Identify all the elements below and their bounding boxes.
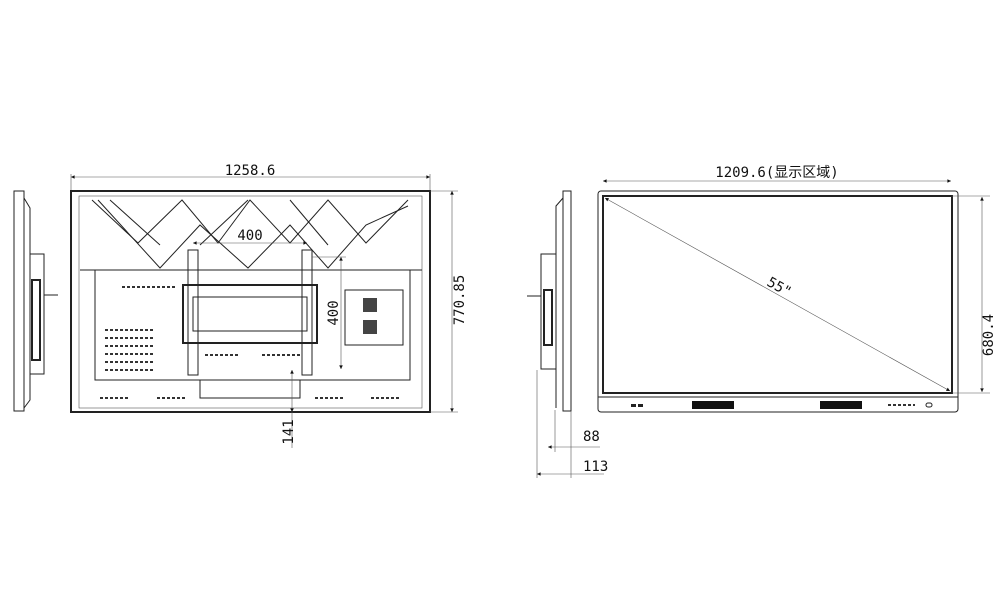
indicator-icon (638, 404, 643, 407)
rear-height-dimension: 770.85 (430, 190, 468, 413)
rear-width-label: 1258.6 (225, 163, 276, 179)
front-side-profile (527, 190, 604, 478)
depth-label: 88 (583, 429, 600, 445)
speaker-grille (692, 401, 734, 409)
display-height-dimension: 680.4 (952, 195, 997, 394)
vesa-vertical-dimension: 400 (312, 256, 346, 370)
bottom-offset-dimension: 141 (281, 369, 297, 448)
rear-view (70, 190, 431, 413)
indicator-icon (631, 404, 636, 407)
bottom-offset-label: 141 (281, 419, 297, 444)
total-depth-label: 113 (583, 459, 608, 475)
vesa-horizontal-dimension: 400 (193, 228, 308, 245)
rear-width-dimension: 1258.6 (70, 163, 431, 190)
rear-height-label: 770.85 (452, 275, 468, 326)
vesa-vertical-label: 400 (326, 300, 342, 325)
display-width-dimension: 1209.6(显示区域) (603, 165, 951, 183)
speaker-grille (820, 401, 862, 409)
vesa-horizontal-label: 400 (237, 228, 262, 244)
power-button-icon (925, 402, 933, 408)
diagonal-label: 55" (764, 274, 794, 300)
display-width-label: 1209.6(显示区域) (715, 165, 838, 181)
front-view: 55" (597, 190, 959, 413)
display-height-label: 680.4 (981, 314, 997, 356)
rear-side-profile (13, 190, 58, 412)
diagonal-line (604, 197, 951, 392)
